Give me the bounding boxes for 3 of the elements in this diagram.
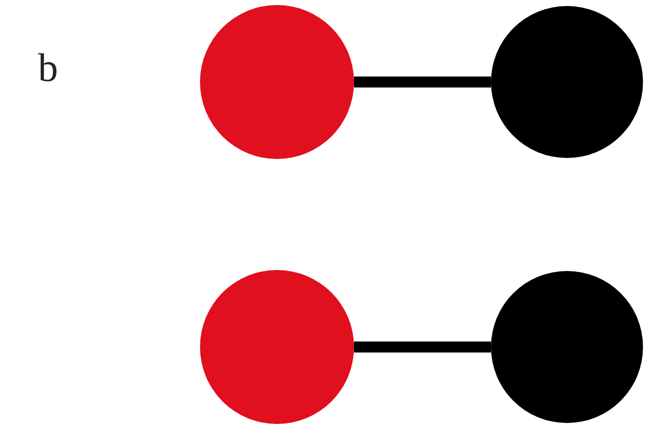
- connector-line: [354, 76, 491, 88]
- connector-line: [354, 342, 491, 352]
- panel-letter: b: [38, 48, 58, 88]
